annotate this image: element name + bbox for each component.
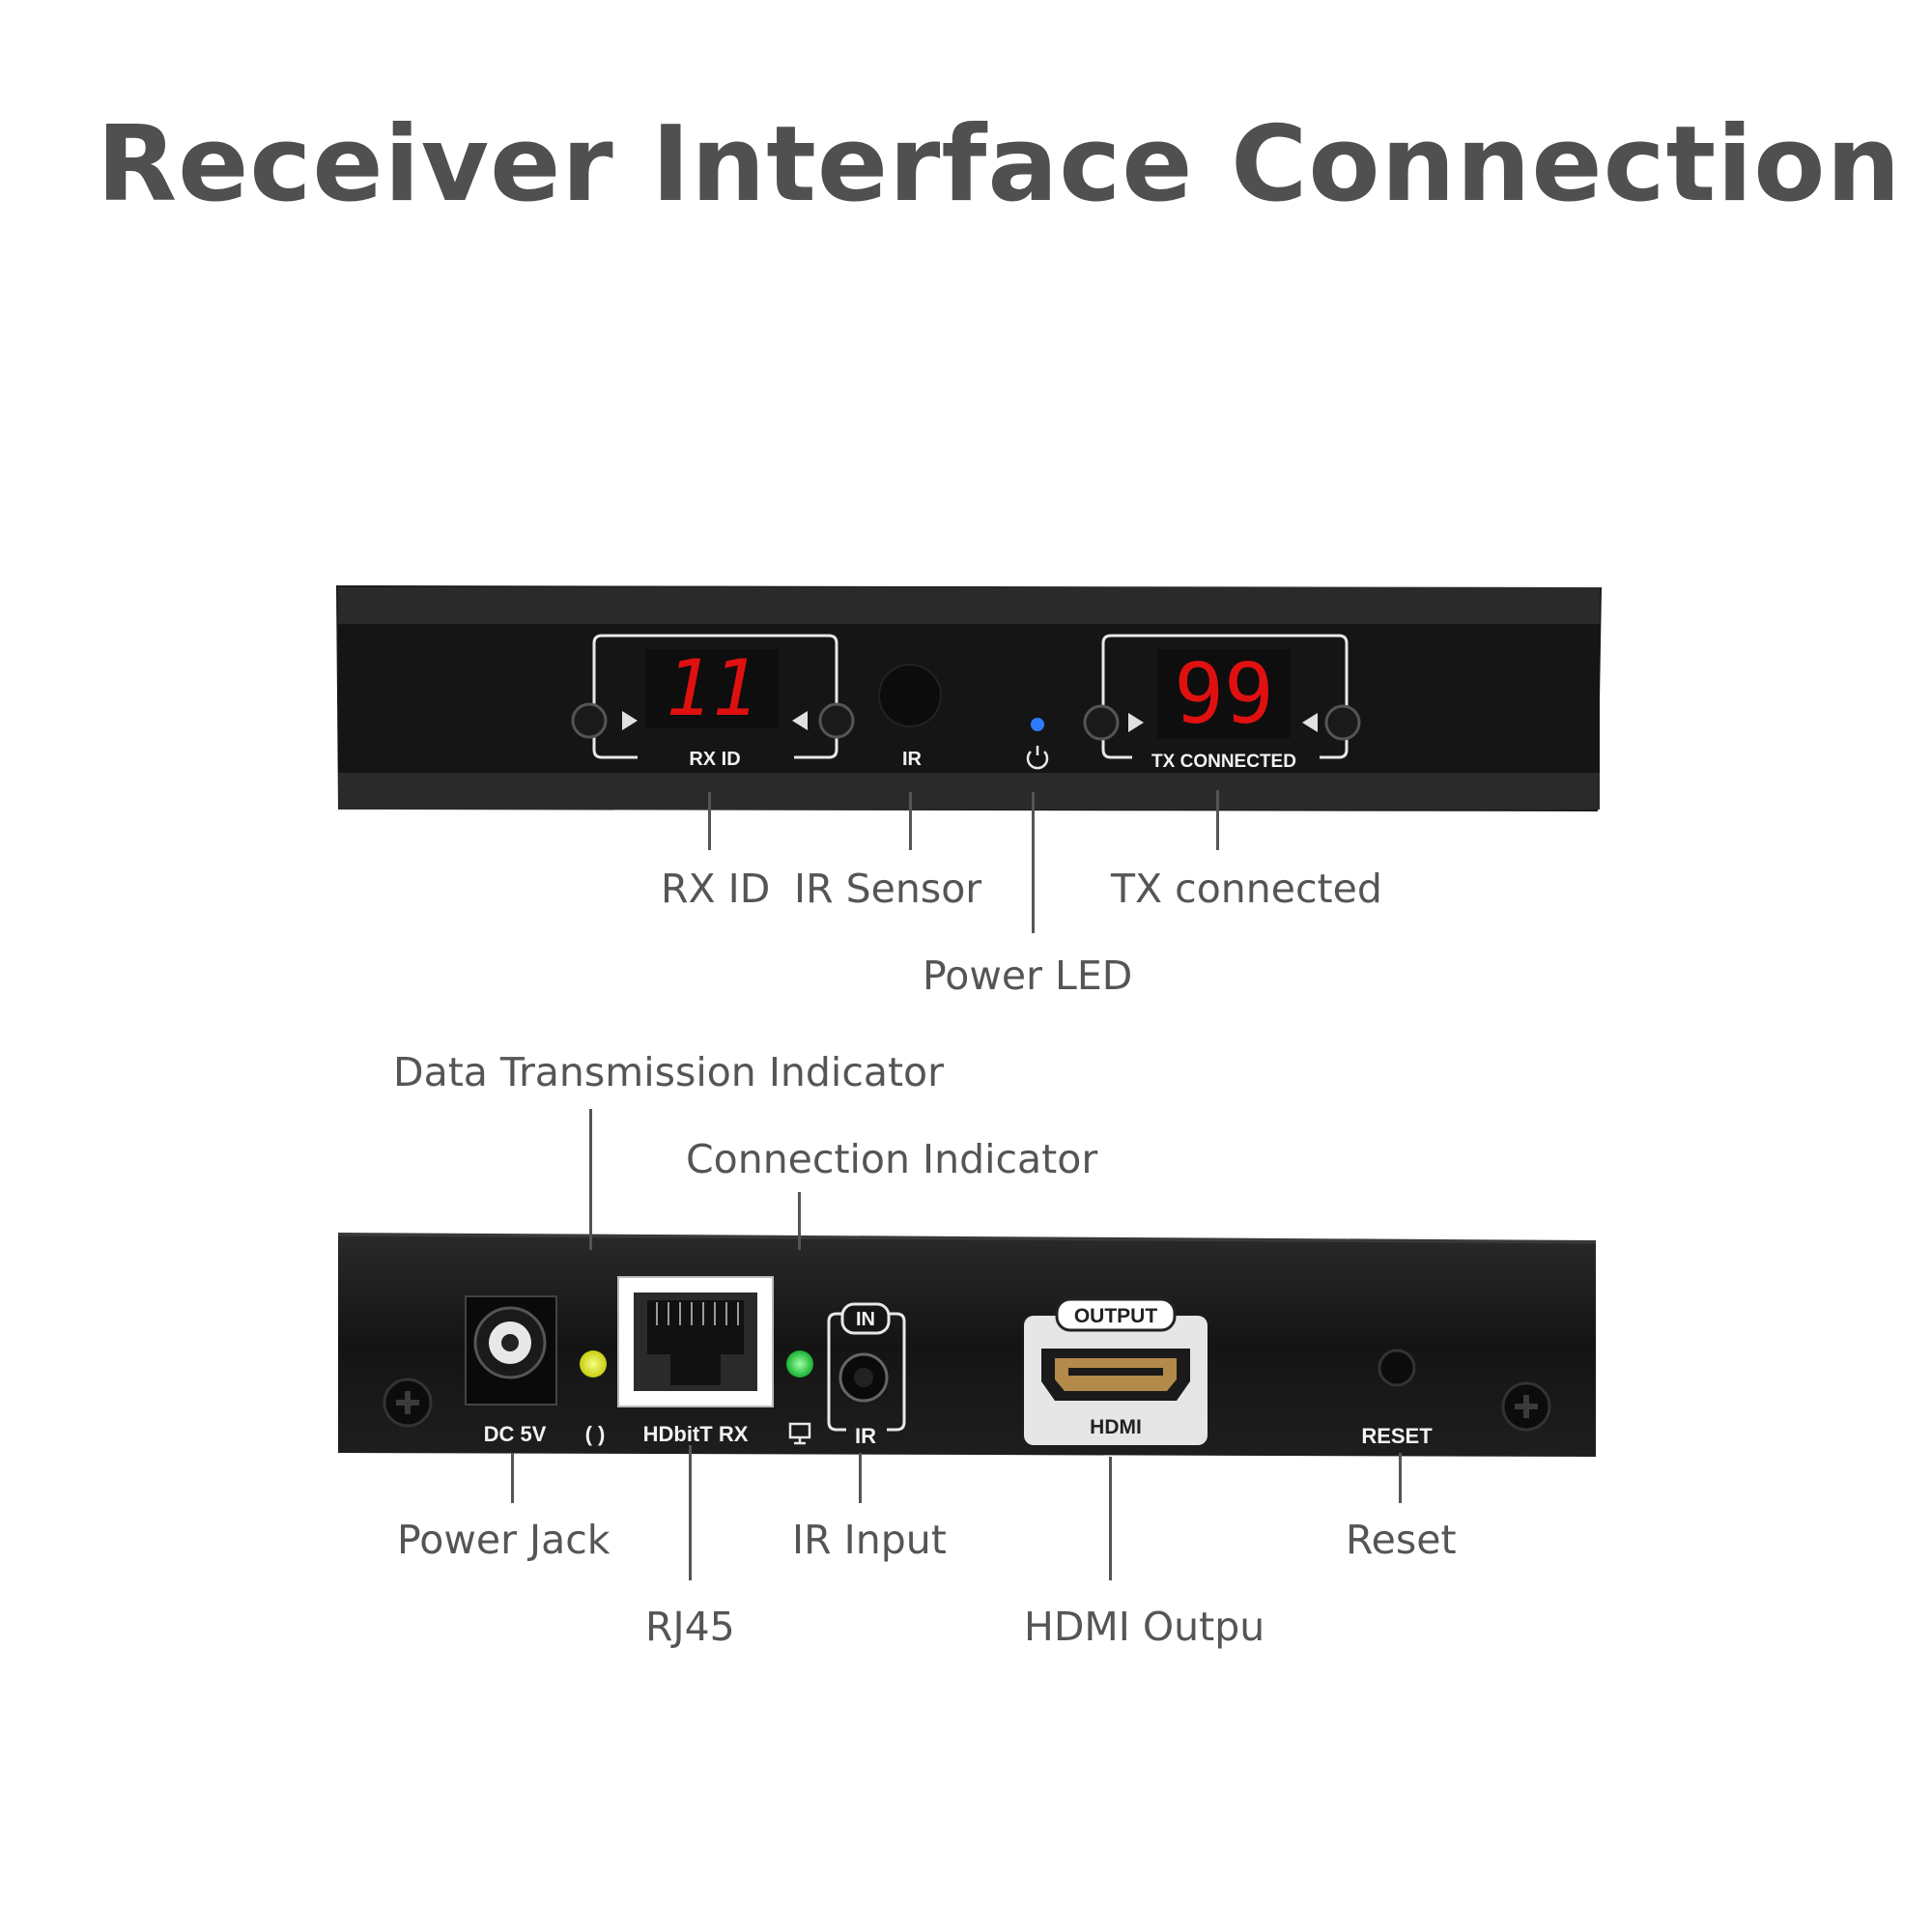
ir-panel-label: IR [902, 749, 923, 770]
hdmi-label: HDMI [1090, 1416, 1142, 1438]
front-panel: 11 RX ID IR 99 TX CONNECTED [336, 585, 1602, 811]
rj45-port[interactable] [617, 1276, 774, 1407]
leader-reset [1399, 1453, 1402, 1503]
callout-rj45: RJ45 [645, 1604, 735, 1650]
tx-down-button[interactable] [1083, 704, 1120, 741]
hdbaset-panel-label: HDbitT RX [643, 1422, 749, 1446]
callout-connection-indicator: Connection Indicator [686, 1136, 1098, 1182]
callout-power-jack: Power Jack [397, 1517, 611, 1563]
tx-connected-panel-label: TX CONNECTED [1151, 752, 1296, 772]
left-arrow-icon [792, 711, 808, 730]
leader-hdmi-output [1109, 1457, 1112, 1580]
rx-id-down-button[interactable] [571, 702, 608, 739]
hdmi-output-port[interactable] [1024, 1297, 1208, 1445]
ir-in-label: IN [856, 1309, 875, 1330]
rx-id-panel-label: RX ID [689, 749, 740, 770]
dc-power-jack[interactable] [465, 1295, 557, 1406]
tx-connected-group: 99 TX CONNECTED [1083, 634, 1361, 772]
callout-reset: Reset [1346, 1517, 1457, 1563]
power-icon [1026, 746, 1049, 770]
tx-display [1157, 649, 1291, 738]
rear-panel: DC 5V ( ) HDbitT RX [337, 1233, 1597, 1457]
leader-rj45 [689, 1445, 692, 1580]
output-label: OUTPUT [1074, 1305, 1158, 1327]
leader-connection-indicator [798, 1192, 801, 1250]
screw-left [383, 1378, 433, 1428]
leader-ir-sensor [909, 792, 912, 850]
leader-ir-input [859, 1453, 862, 1503]
data-transmission-led [580, 1350, 607, 1378]
leader-power-led [1032, 792, 1035, 933]
ir-sensor-window [878, 664, 942, 727]
rx-id-display [645, 649, 779, 728]
ir-rear-label: IR [855, 1424, 876, 1448]
monitor-icon [788, 1422, 811, 1445]
reset-panel-label: RESET [1361, 1424, 1433, 1448]
leader-data-transmission [589, 1109, 592, 1250]
callout-ir-sensor: IR Sensor [794, 866, 982, 912]
leader-power-jack [511, 1453, 514, 1503]
page-title: Receiver Interface Connection [97, 104, 1902, 225]
tx-up-button[interactable] [1324, 704, 1361, 741]
leader-tx-connected [1216, 790, 1219, 850]
screw-right [1501, 1381, 1551, 1432]
data-activity-icon: ( ) [585, 1422, 606, 1446]
callout-data-transmission: Data Transmission Indicator [393, 1049, 944, 1095]
callout-power-led: Power LED [923, 952, 1133, 999]
right-arrow-icon [1128, 713, 1144, 732]
rx-id-digits: 11 [666, 643, 758, 733]
leader-rx-id [708, 792, 711, 850]
callout-ir-input: IR Input [792, 1517, 947, 1563]
dc-panel-label: DC 5V [484, 1422, 547, 1446]
power-led [1031, 718, 1044, 731]
right-arrow-icon [622, 711, 638, 730]
ir-input-port[interactable] [827, 1302, 906, 1432]
connection-led [786, 1350, 813, 1378]
callout-rx-id: RX ID [661, 866, 771, 912]
reset-button[interactable] [1378, 1349, 1416, 1387]
rx-id-up-button[interactable] [818, 702, 855, 739]
rx-id-group: 11 RX ID [571, 634, 855, 770]
tx-digits: 99 [1174, 646, 1274, 743]
left-arrow-icon [1302, 713, 1318, 732]
callout-hdmi-output: HDMI Outpu [1024, 1604, 1265, 1650]
callout-tx-connected: TX connected [1111, 866, 1382, 912]
